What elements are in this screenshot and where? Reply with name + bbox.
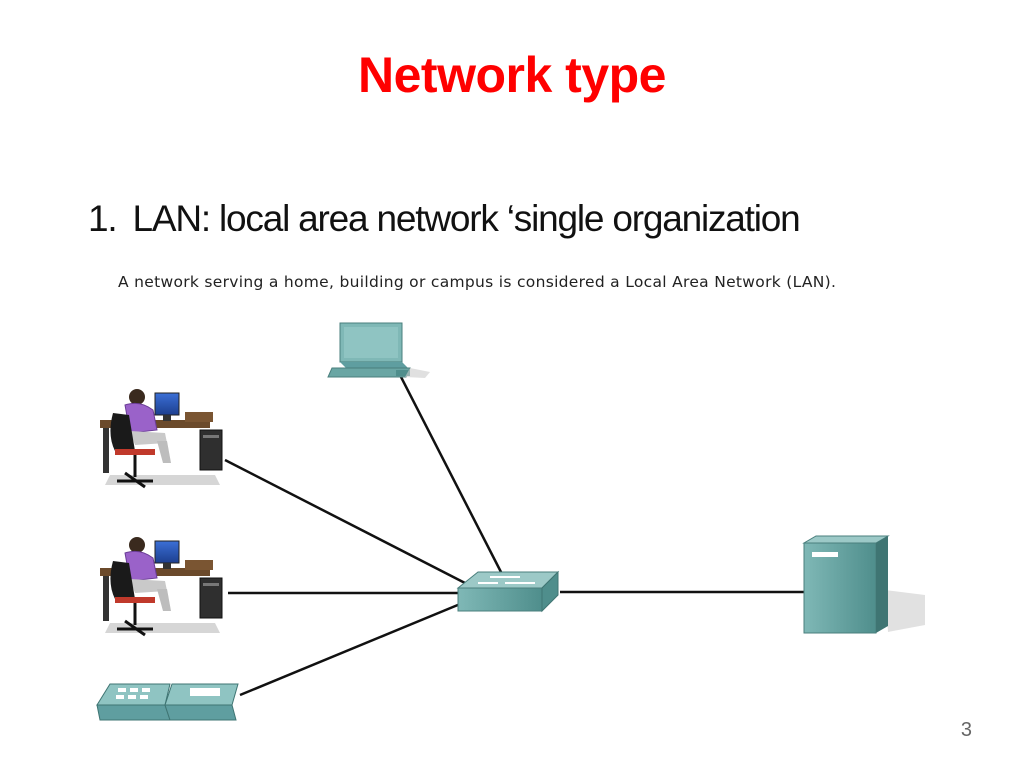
bullet-number: 1. bbox=[88, 198, 118, 239]
link-phone-switch bbox=[239, 600, 466, 697]
ip-phone-icon bbox=[96, 683, 239, 721]
page-number: 3 bbox=[960, 719, 972, 741]
slide-title: Network type bbox=[358, 47, 666, 103]
bullet-lan: 1. LAN: local area network ‘single organi… bbox=[88, 198, 801, 240]
diagram-caption: A network serving a home, building or ca… bbox=[118, 273, 837, 291]
network-links bbox=[224, 374, 805, 697]
link-workstation1-switch bbox=[224, 458, 466, 585]
desktop-computer-icon bbox=[327, 322, 430, 378]
link-computer-switch bbox=[398, 374, 504, 575]
user-at-workstation-icon-2 bbox=[100, 537, 223, 637]
bullet-text: LAN: local area network ‘single organiza… bbox=[132, 198, 800, 239]
network-switch-icon bbox=[456, 570, 560, 613]
server-icon bbox=[802, 535, 925, 634]
user-at-workstation-icon-1 bbox=[100, 389, 223, 489]
